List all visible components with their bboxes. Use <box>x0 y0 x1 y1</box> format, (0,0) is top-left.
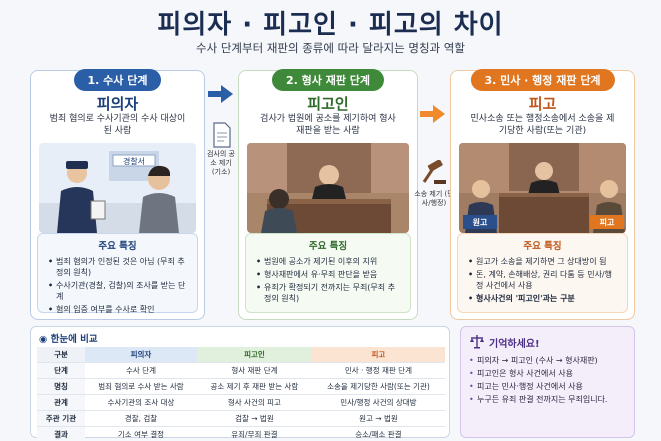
plaintiff-head <box>472 180 490 198</box>
clipboard-icon <box>90 200 106 220</box>
document-icon <box>213 122 231 148</box>
civil-court-illustration: 원고 피고 <box>459 143 626 233</box>
suspect-body <box>139 193 179 233</box>
gavel-icon <box>422 160 446 184</box>
stage-panel-investigation: 1. 수사 단계 피의자 범죄 혐의로 수사기관의 수사 대상이 된 사람 경찰… <box>30 69 205 320</box>
feature-item: 법원에 공소가 제기된 이후의 지위 <box>256 256 402 267</box>
table-header-row: 구분 피의자 피고인 피고 <box>37 347 445 363</box>
defendant-head <box>269 189 289 209</box>
features-title: 주요 특징 <box>523 241 562 252</box>
table-cell: 수사 단계 <box>85 362 197 379</box>
page-subtitle: 수사 단계부터 재판의 종류에 따라 달라지는 명칭과 역할 <box>196 41 465 55</box>
feature-item: 원고가 소송을 제기하면 그 상대방이 됨 <box>468 256 619 267</box>
table-cell: 단계 <box>37 362 85 379</box>
scales-icon <box>470 335 484 349</box>
stage-description: 민사소송 또는 행정소송에서 소송을 제기당한 사람(또는 기관) <box>470 114 615 136</box>
defendant-tag <box>590 215 624 229</box>
investigation-illustration: 경찰서 <box>39 143 196 233</box>
stage-role: 피의자 <box>96 95 139 113</box>
feature-item: 범죄 혐의가 인정된 것은 아님 (무죄 추정의 원칙) <box>48 256 189 278</box>
table-cell: 주관 기관 <box>37 410 85 427</box>
comparison-panel: ◉ 한눈에 비교 구분 피의자 피고인 피고 단계 수사 단계 형사 재판 단계… <box>30 326 450 441</box>
feature-item: 형사사건의 '피고인'과는 구분 <box>468 293 619 304</box>
table-header: 피고 <box>311 347 445 363</box>
remember-item: 피의자 → 피고인 (수사 → 형사재판) <box>469 355 628 366</box>
table-cell: 경찰, 검찰 <box>85 410 197 427</box>
judge-bench <box>499 193 589 233</box>
stage-panel-civil-trial: 3. 민사 · 행정 재판 단계 피고 민사소송 또는 행정소송에서 소송을 제… <box>450 69 635 320</box>
table-row: 주관 기관 경찰, 검찰 검찰 → 법원 원고 → 법원 <box>37 410 445 427</box>
remember-panel: 기억하세요! 피의자 → 피고인 (수사 → 형사재판) 피고인은 형사 사건에… <box>460 326 635 438</box>
table-cell: 공소 제기 후 재판 받는 사람 <box>196 378 312 395</box>
stage-panel-criminal-trial: 2. 형사 재판 단계 피고인 검사가 법원에 공소를 제기하여 형사재판을 받… <box>238 69 418 320</box>
table-cell: 관계 <box>37 394 85 411</box>
remember-item: 누구든 유죄 판결 전까지는 무죄입니다. <box>469 394 628 405</box>
remember-item: 피고는 민사·행정 사건에서 사용 <box>469 381 628 392</box>
feature-item: 유죄가 확정되기 전까지는 무죄(무죄 추정의 원칙) <box>256 282 402 304</box>
table-row: 명칭 범죄 혐의로 수사 받는 사람 공소 제기 후 재판 받는 사람 소송을 … <box>37 378 445 395</box>
table-cell: 형사 사건의 피고 <box>196 394 312 411</box>
features-box: 주요 특징 원고가 소송을 제기하면 그 상대방이 됨 돈, 계약, 손해배상,… <box>457 233 628 313</box>
table-header: 구분 <box>37 347 85 363</box>
features-title: 주요 특징 <box>308 241 348 252</box>
feature-item: 수사기관(경찰, 검찰)의 조사를 받는 단계 <box>48 280 189 302</box>
feature-item: 돈, 계약, 손해배상, 권리 다툼 등 민사/행정 사건에서 사용 <box>468 269 619 291</box>
flow-arrow-stem <box>208 91 222 97</box>
defendant-head <box>600 180 618 198</box>
page-title: 피의자 · 피고인 · 피고의 차이 <box>157 10 504 40</box>
judge-head <box>319 165 339 185</box>
stage-description: 검사가 법원에 공소를 제기하여 형사재판을 받는 사람 <box>260 114 396 136</box>
table-header: 피의자 <box>85 347 197 363</box>
table-row: 관계 수사기관의 조사 대상 형사 사건의 피고 민사/행정 사건의 상대방 <box>37 394 445 411</box>
indictment-note: 검사의 공소 제기 (기소) <box>207 150 235 176</box>
table-cell: 승소/패소 판결 <box>311 426 445 441</box>
table-cell: 형사 재판 단계 <box>196 362 312 379</box>
stage-header: 2. 형사 재판 단계 <box>271 69 385 91</box>
remember-item: 피고인은 형사 사건에서 사용 <box>469 368 628 379</box>
officer-cap <box>66 161 88 169</box>
table-row: 결과 기소 여부 결정 유죄/무죄 판결 승소/패소 판결 <box>37 426 445 441</box>
stage-description: 범죄 혐의로 수사기관의 수사 대상이 된 사람 <box>49 114 186 136</box>
defendant-body <box>261 208 297 233</box>
judge-robe <box>528 180 560 195</box>
features-box: 주요 특징 법원에 공소가 제기된 이후의 지위 형사재판에서 유·무죄 판단을… <box>245 233 411 313</box>
flow-arrow-icon <box>221 85 233 103</box>
table-row: 단계 수사 단계 형사 재판 단계 민사 · 행정 재판 단계 <box>37 362 445 379</box>
comparison-table: 구분 피의자 피고인 피고 단계 수사 단계 형사 재판 단계 민사 · 행정 … <box>37 347 445 441</box>
officer-body <box>57 187 97 233</box>
feature-item: 혐의 입증 여부를 수사로 확인 <box>48 304 189 315</box>
defendant-tag-label: 피고 <box>600 217 615 227</box>
police-station-sign: 경찰서 <box>123 156 145 166</box>
table-cell: 민사 · 행정 재판 단계 <box>311 362 445 379</box>
flow-arrow-stem <box>420 111 434 117</box>
table-header: 피고인 <box>196 347 312 363</box>
table-cell: 명칭 <box>37 378 85 395</box>
plaintiff-tag-label: 원고 <box>473 217 488 227</box>
table-cell: 원고 → 법원 <box>311 410 445 427</box>
table-cell: 소송을 제기당한 사람(또는 기관) <box>311 378 445 395</box>
flow-arrow-icon <box>433 105 445 123</box>
table-cell: 범죄 혐의로 수사 받는 사람 <box>85 378 197 395</box>
remember-title: 기억하세요! <box>489 339 540 350</box>
table-cell: 결과 <box>37 426 85 441</box>
table-cell: 기소 여부 결정 <box>85 426 197 441</box>
judge-robe <box>311 184 347 203</box>
table-cell: 유죄/무죄 판결 <box>196 426 312 441</box>
lawsuit-note: 소송 제기 (민사/행정) <box>414 190 454 207</box>
suspect-hair <box>148 165 171 176</box>
table-cell: 검찰 → 법원 <box>196 410 312 427</box>
table-cell: 민사/행정 사건의 상대방 <box>311 394 445 411</box>
stage-header: 3. 민사 · 행정 재판 단계 <box>470 69 615 91</box>
feature-item: 형사재판에서 유·무죄 판단을 받음 <box>256 269 402 280</box>
features-box: 주요 특징 범죄 혐의가 인정된 것은 아님 (무죄 추정의 원칙) 수사기관(… <box>37 233 198 315</box>
table-cell: 수사기관의 조사 대상 <box>85 394 197 411</box>
judge-head <box>535 162 553 180</box>
features-title: 주요 특징 <box>98 241 137 252</box>
stage-role: 피고인 <box>307 95 349 113</box>
plaintiff-tag <box>463 215 497 229</box>
criminal-court-illustration <box>247 143 409 233</box>
comparison-title: ◉ 한눈에 비교 <box>39 334 98 345</box>
stage-role: 피고 <box>528 95 557 113</box>
stage-header: 1. 수사 단계 <box>73 69 162 91</box>
